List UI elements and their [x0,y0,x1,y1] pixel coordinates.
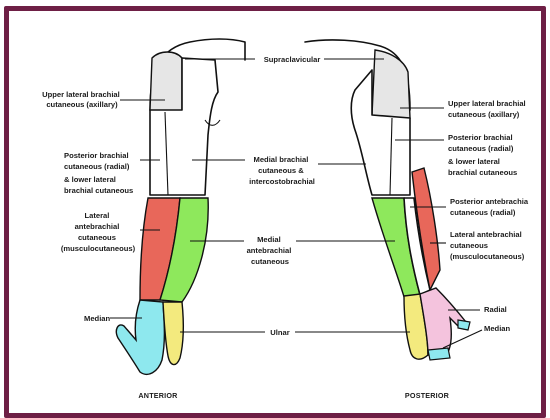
label-posterior-lateral-antebrachial: Lateral antebrachial cutaneous (musculoc… [450,230,525,261]
posterior-thumb-tip [458,320,470,330]
label-anterior-lateral-antebrachial: Lateral antebrachial cutaneous (musculoc… [61,211,136,253]
label-posterior-antebrachial: Posterior antebrachia cutaneous (radial) [450,197,530,217]
label-supraclavicular: Supraclavicular [264,55,321,64]
label-medial-antebrachial: Medial antebrachial cutaneous [247,235,294,266]
anterior-ulnar-hand-region [163,302,183,365]
label-anterior-upper-lateral: Upper lateral brachial cutaneous (axilla… [42,90,122,109]
anterior-median-hand-region [116,300,164,374]
label-anterior-median: Median [84,314,111,323]
anterior-arm [116,39,245,374]
posterior-arm [305,40,470,360]
label-view-posterior: POSTERIOR [405,391,450,400]
label-radial: Radial [484,305,507,314]
label-posterior-posterior-brachial: Posterior brachial cutaneous (radial) & … [448,133,517,177]
label-ulnar: Ulnar [270,328,289,337]
label-anterior-posterior-brachial: Posterior brachial cutaneous (radial) & … [64,151,133,195]
label-view-anterior: ANTERIOR [138,391,178,400]
label-posterior-upper-lateral: Upper lateral brachial cutaneous (axilla… [448,99,528,119]
anterior-axillary-region [150,52,182,112]
label-posterior-median: Median [484,324,511,333]
posterior-median-fingertips [428,348,450,360]
labels: Supraclavicular Upper lateral brachial c… [42,55,530,400]
label-medial-brachial: Medial brachial cutaneous & intercostobr… [249,155,315,186]
